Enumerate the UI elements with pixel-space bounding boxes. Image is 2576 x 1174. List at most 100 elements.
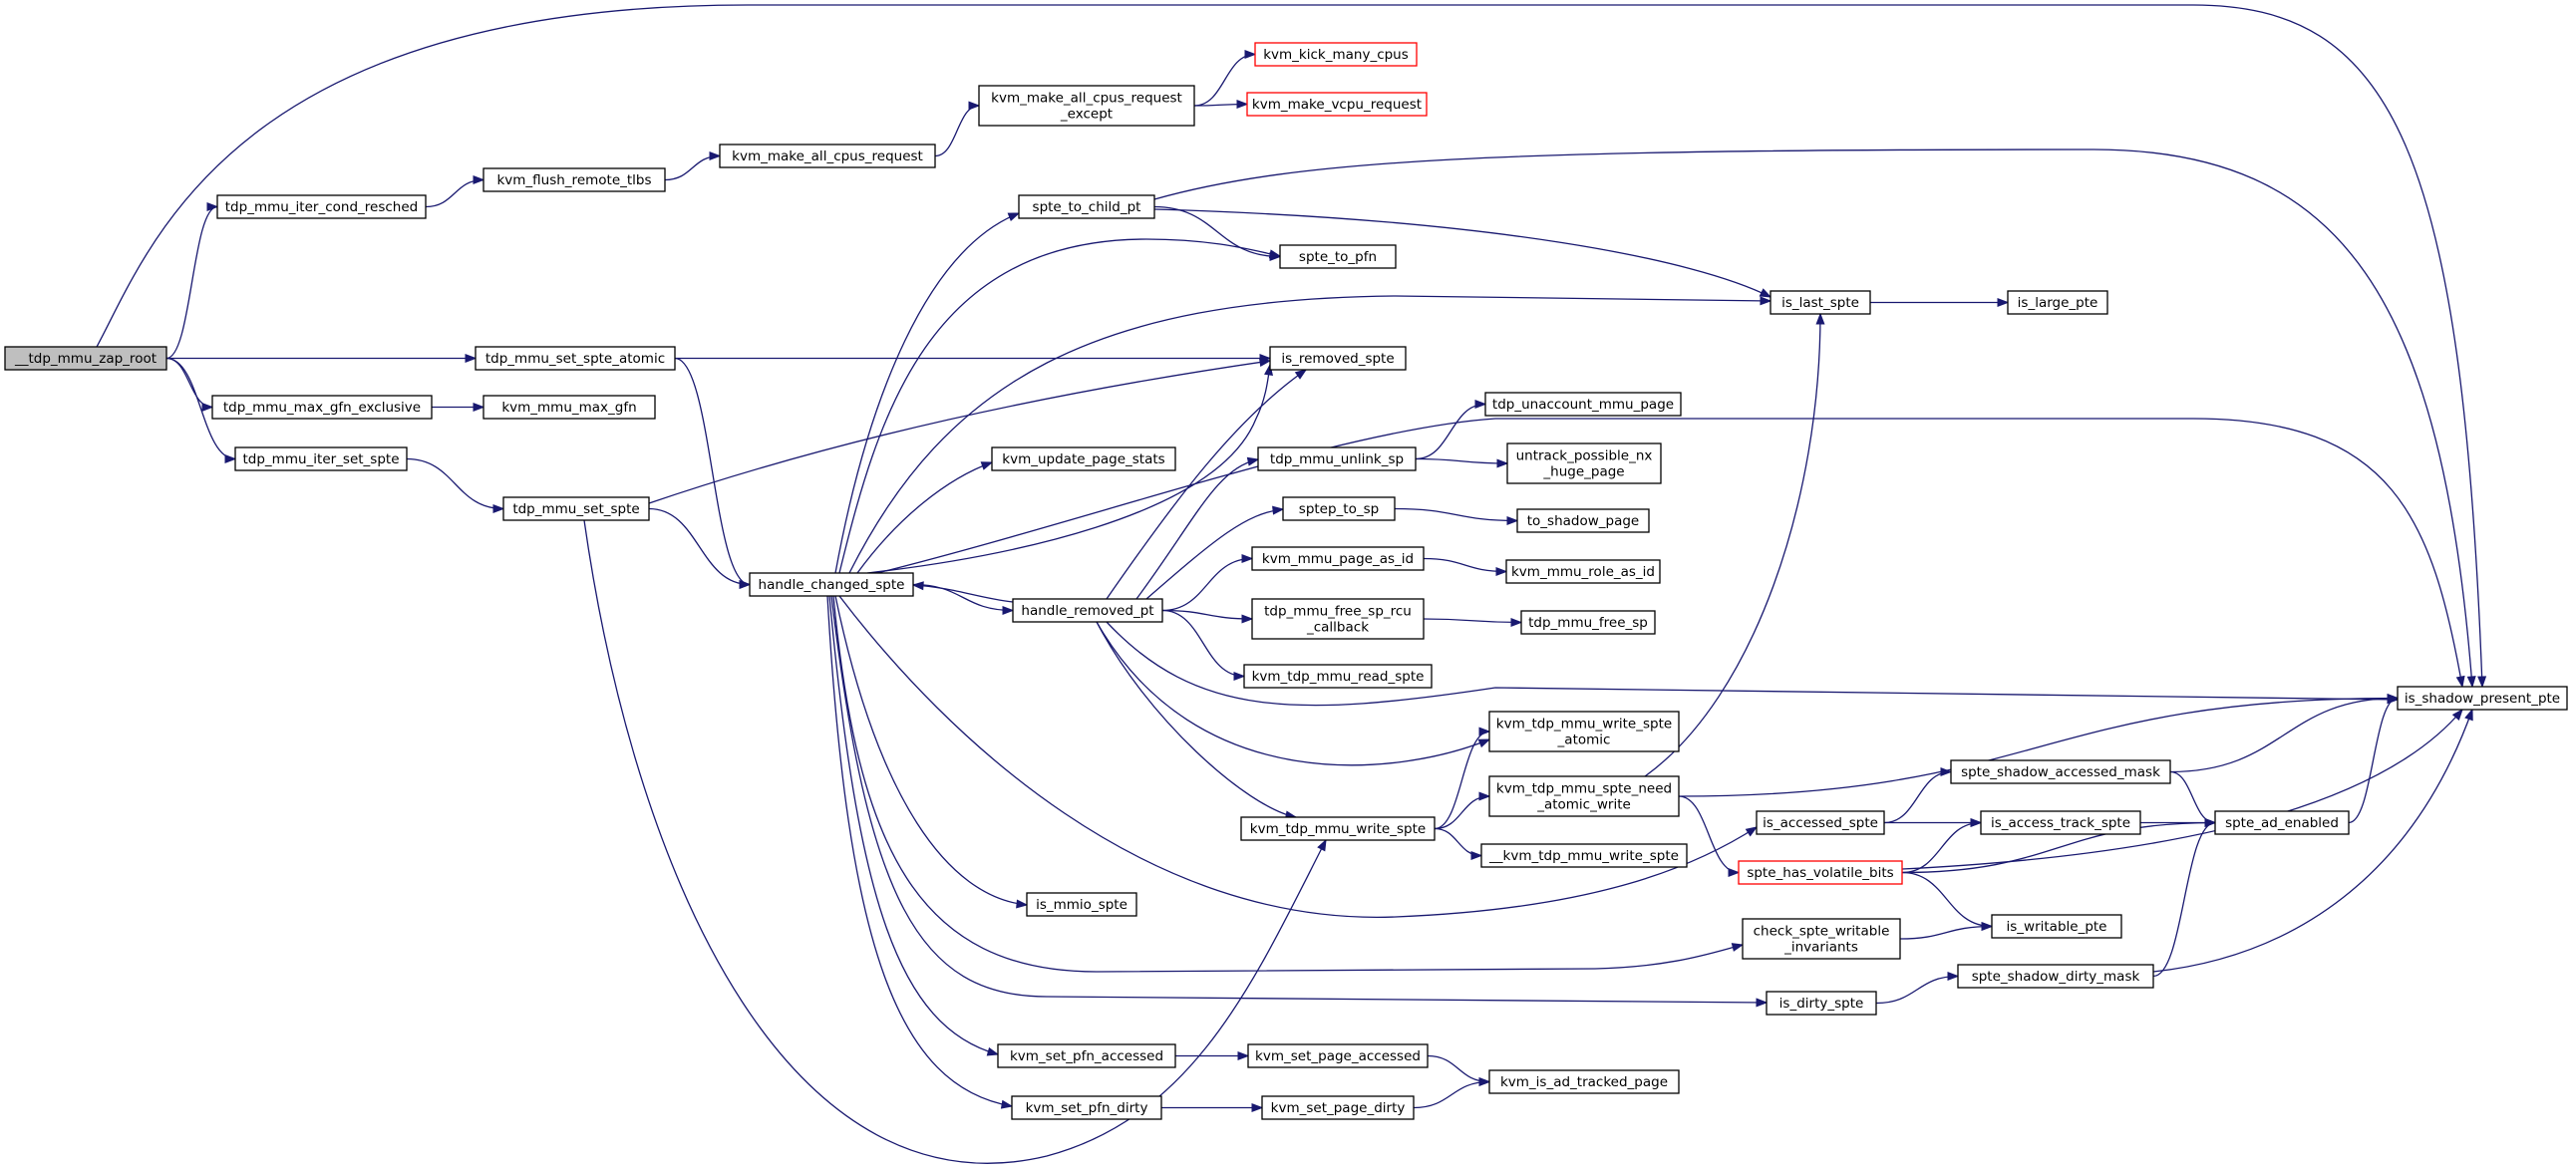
function-node-is-mmio-spte[interactable]: is_mmio_spte: [1026, 892, 1137, 917]
function-node-to-shadow-page[interactable]: to_shadow_page: [1516, 508, 1650, 533]
call-edge: [1161, 1102, 1264, 1113]
arrowhead-icon: [1478, 791, 1491, 801]
call-edge-line: [1901, 821, 1982, 874]
function-node-kvm-make-vcpu-request[interactable]: kvm_make_vcpu_request: [1246, 92, 1428, 117]
function-node-is-access-track-spte[interactable]: is_access_track_spte: [1980, 810, 2141, 835]
arrowhead-icon: [1258, 358, 1272, 367]
function-node-tdp-mmu-max-gfn-exclusive[interactable]: tdp_mmu_max_gfn_exclusive: [211, 395, 433, 420]
function-node-kvm-tdp-mmu-write-spte[interactable]: __kvm_tdp_mmu_write_spte: [1480, 843, 1688, 868]
function-node-kvm-set-pfn-accessed[interactable]: kvm_set_pfn_accessed: [997, 1043, 1176, 1068]
function-node-spte-ad-enabled[interactable]: spte_ad_enabled: [2214, 810, 2350, 835]
function-node-is-writable-pte[interactable]: is_writable_pte: [1991, 914, 2122, 939]
call-edges: [96, 4, 2487, 1164]
function-node-kvm-make-all-cpus-request-except[interactable]: kvm_make_all_cpus_request_except: [978, 85, 1195, 127]
function-node-label: kvm_make_all_cpus_request: [732, 148, 923, 164]
function-node-label: tdp_unaccount_mmu_page: [1492, 397, 1674, 413]
function-node-kvm-tdp-mmu-write-spte-atomic[interactable]: kvm_tdp_mmu_write_spte_atomic: [1488, 711, 1680, 752]
function-node-label: kvm_tdp_mmu_write_spte: [1496, 717, 1672, 733]
arrowhead-icon: [473, 402, 485, 413]
function-node-box: [502, 496, 650, 521]
call-edge-line: [1161, 557, 1253, 612]
function-node-spte-shadow-accessed-mask[interactable]: spte_shadow_accessed_mask: [1950, 759, 2171, 784]
function-node-kvm-is-ad-tracked-page[interactable]: kvm_is_ad_tracked_page: [1488, 1069, 1680, 1094]
call-edge: [1413, 1076, 1491, 1109]
arrowhead-icon: [1007, 212, 1021, 222]
function-node-tdp-mmu-set-spte[interactable]: tdp_mmu_set_spte: [502, 496, 650, 521]
function-node-kvm-mmu-page-as-id[interactable]: kvm_mmu_page_as_id: [1251, 546, 1425, 571]
function-node-box: [2397, 686, 2568, 711]
function-node-box: [2007, 290, 2108, 315]
function-node-handle-changed-spte[interactable]: handle_changed_spte: [749, 572, 914, 597]
function-node-box: [1026, 892, 1137, 917]
function-node-check-spte-writable-invariants[interactable]: check_spte_writable_invariants: [1742, 918, 1901, 960]
function-node-spte-to-child-pt[interactable]: spte_to_child_pt: [1018, 194, 1155, 219]
call-edge: [1161, 609, 1254, 624]
call-edge: [1434, 827, 1483, 861]
function-node-kvm-tdp-mmu-read-spte[interactable]: kvm_tdp_mmu_read_spte: [1243, 664, 1433, 689]
call-edge-line: [1415, 403, 1486, 460]
function-node-label: spte_shadow_accessed_mask: [1961, 764, 2160, 780]
function-node-tdp-mmu-iter-cond-resched[interactable]: tdp_mmu_iter_cond_resched: [216, 194, 427, 219]
call-edge-line: [96, 4, 2483, 688]
function-node-is-shadow-present-pte[interactable]: is_shadow_present_pte: [2397, 686, 2568, 711]
function-node-box: [1516, 508, 1650, 533]
function-node-label: handle_changed_spte: [759, 577, 905, 593]
call-edge: [1875, 971, 1960, 1005]
function-node-kvm-flush-remote-tlbs[interactable]: kvm_flush_remote_tlbs: [483, 167, 666, 192]
function-node-tdp-mmu-free-sp[interactable]: tdp_mmu_free_sp: [1520, 610, 1656, 635]
function-node-spte-shadow-dirty-mask[interactable]: spte_shadow_dirty_mask: [1957, 964, 2154, 989]
function-node-kvm-mmu-role-as-id[interactable]: kvm_mmu_role_as_id: [1505, 559, 1661, 584]
function-node-tdp-mmu-set-spte-atomic[interactable]: tdp_mmu_set_spte_atomic: [475, 346, 676, 371]
function-node-tdp-unaccount-mmu-page[interactable]: tdp_unaccount_mmu_page: [1484, 392, 1682, 417]
call-edge: [1193, 99, 1249, 110]
call-edge: [1096, 621, 1298, 820]
function-node-is-last-spte[interactable]: is_last_spte: [1770, 290, 1871, 315]
call-edge-line: [1899, 925, 1993, 940]
function-node-kvm-tdp-mmu-write-spte[interactable]: kvm_tdp_mmu_write_spte: [1240, 816, 1436, 841]
function-node-box: [1018, 194, 1155, 219]
function-node-tdp-mmu-unlink-sp[interactable]: tdp_mmu_unlink_sp: [1257, 446, 1417, 471]
function-node-spte-to-pfn[interactable]: spte_to_pfn: [1279, 244, 1397, 269]
function-node-box: [483, 395, 656, 420]
function-node-untrack-possible-nx-huge-page[interactable]: untrack_possible_nx_huge_page: [1506, 442, 1662, 484]
function-node-is-dirty-spte[interactable]: is_dirty_spte: [1766, 991, 1877, 1016]
call-edge: [96, 4, 2487, 689]
function-node-is-large-pte[interactable]: is_large_pte: [2007, 290, 2108, 315]
function-node-kvm-tdp-mmu-spte-need-atomic-write[interactable]: kvm_tdp_mmu_spte_need_atomic_write: [1488, 775, 1680, 817]
function-node-is-accessed-spte[interactable]: is_accessed_spte: [1756, 810, 1885, 835]
function-node-handle-removed-pt[interactable]: handle_removed_pt: [1012, 598, 1163, 623]
function-node-label: kvm_set_pfn_dirty: [1026, 1100, 1148, 1116]
function-node-label: is_shadow_present_pte: [2405, 691, 2560, 707]
function-node-box: [1505, 559, 1661, 584]
arrowhead-icon: [1997, 297, 2010, 308]
arrowhead-icon: [1269, 251, 1282, 262]
call-edge: [856, 461, 994, 574]
arrowhead-icon: [1016, 899, 1029, 909]
function-node-label: is_last_spte: [1781, 295, 1859, 311]
arrowhead-icon: [1510, 617, 1523, 628]
call-edge-line: [1193, 53, 1256, 107]
function-node-spte-has-volatile-bits[interactable]: spte_has_volatile_bits: [1738, 860, 1903, 885]
function-node-label: kvm_tdp_mmu_write_spte: [1250, 821, 1426, 837]
arrowhead-icon: [465, 353, 478, 364]
arrowhead-icon: [986, 1046, 1000, 1056]
function-node-kvm-set-page-dirty[interactable]: kvm_set_page_dirty: [1261, 1095, 1415, 1120]
function-node-tdp-mmu-zap-root[interactable]: __tdp_mmu_zap_root: [4, 346, 167, 371]
function-node-tdp-mmu-free-sp-rcu-callback[interactable]: tdp_mmu_free_sp_rcu_callback: [1251, 598, 1425, 640]
function-node-kvm-make-all-cpus-request[interactable]: kvm_make_all_cpus_request: [719, 144, 936, 168]
function-node-sptep-to-sp[interactable]: sptep_to_sp: [1282, 496, 1396, 521]
call-edge: [2152, 817, 2217, 978]
arrowhead-icon: [2464, 708, 2473, 722]
function-node-label: _invariants: [1783, 940, 1858, 956]
call-edge-line: [1161, 609, 1245, 678]
function-node-tdp-mmu-iter-set-spte[interactable]: tdp_mmu_iter_set_spte: [234, 446, 408, 471]
arrowhead-icon: [201, 402, 214, 413]
function-node-kvm-mmu-max-gfn[interactable]: kvm_mmu_max_gfn: [483, 395, 656, 420]
function-node-kvm-set-pfn-dirty[interactable]: kvm_set_pfn_dirty: [1011, 1095, 1162, 1120]
call-edge-line: [838, 238, 1281, 574]
function-node-box: [1012, 598, 1163, 623]
function-node-kvm-kick-many-cpus[interactable]: kvm_kick_many_cpus: [1254, 42, 1418, 67]
function-node-kvm-update-page-stats[interactable]: kvm_update_page_stats: [991, 446, 1176, 471]
function-node-kvm-set-page-accessed[interactable]: kvm_set_page_accessed: [1247, 1043, 1429, 1068]
function-node-is-removed-spte[interactable]: is_removed_spte: [1269, 346, 1407, 371]
